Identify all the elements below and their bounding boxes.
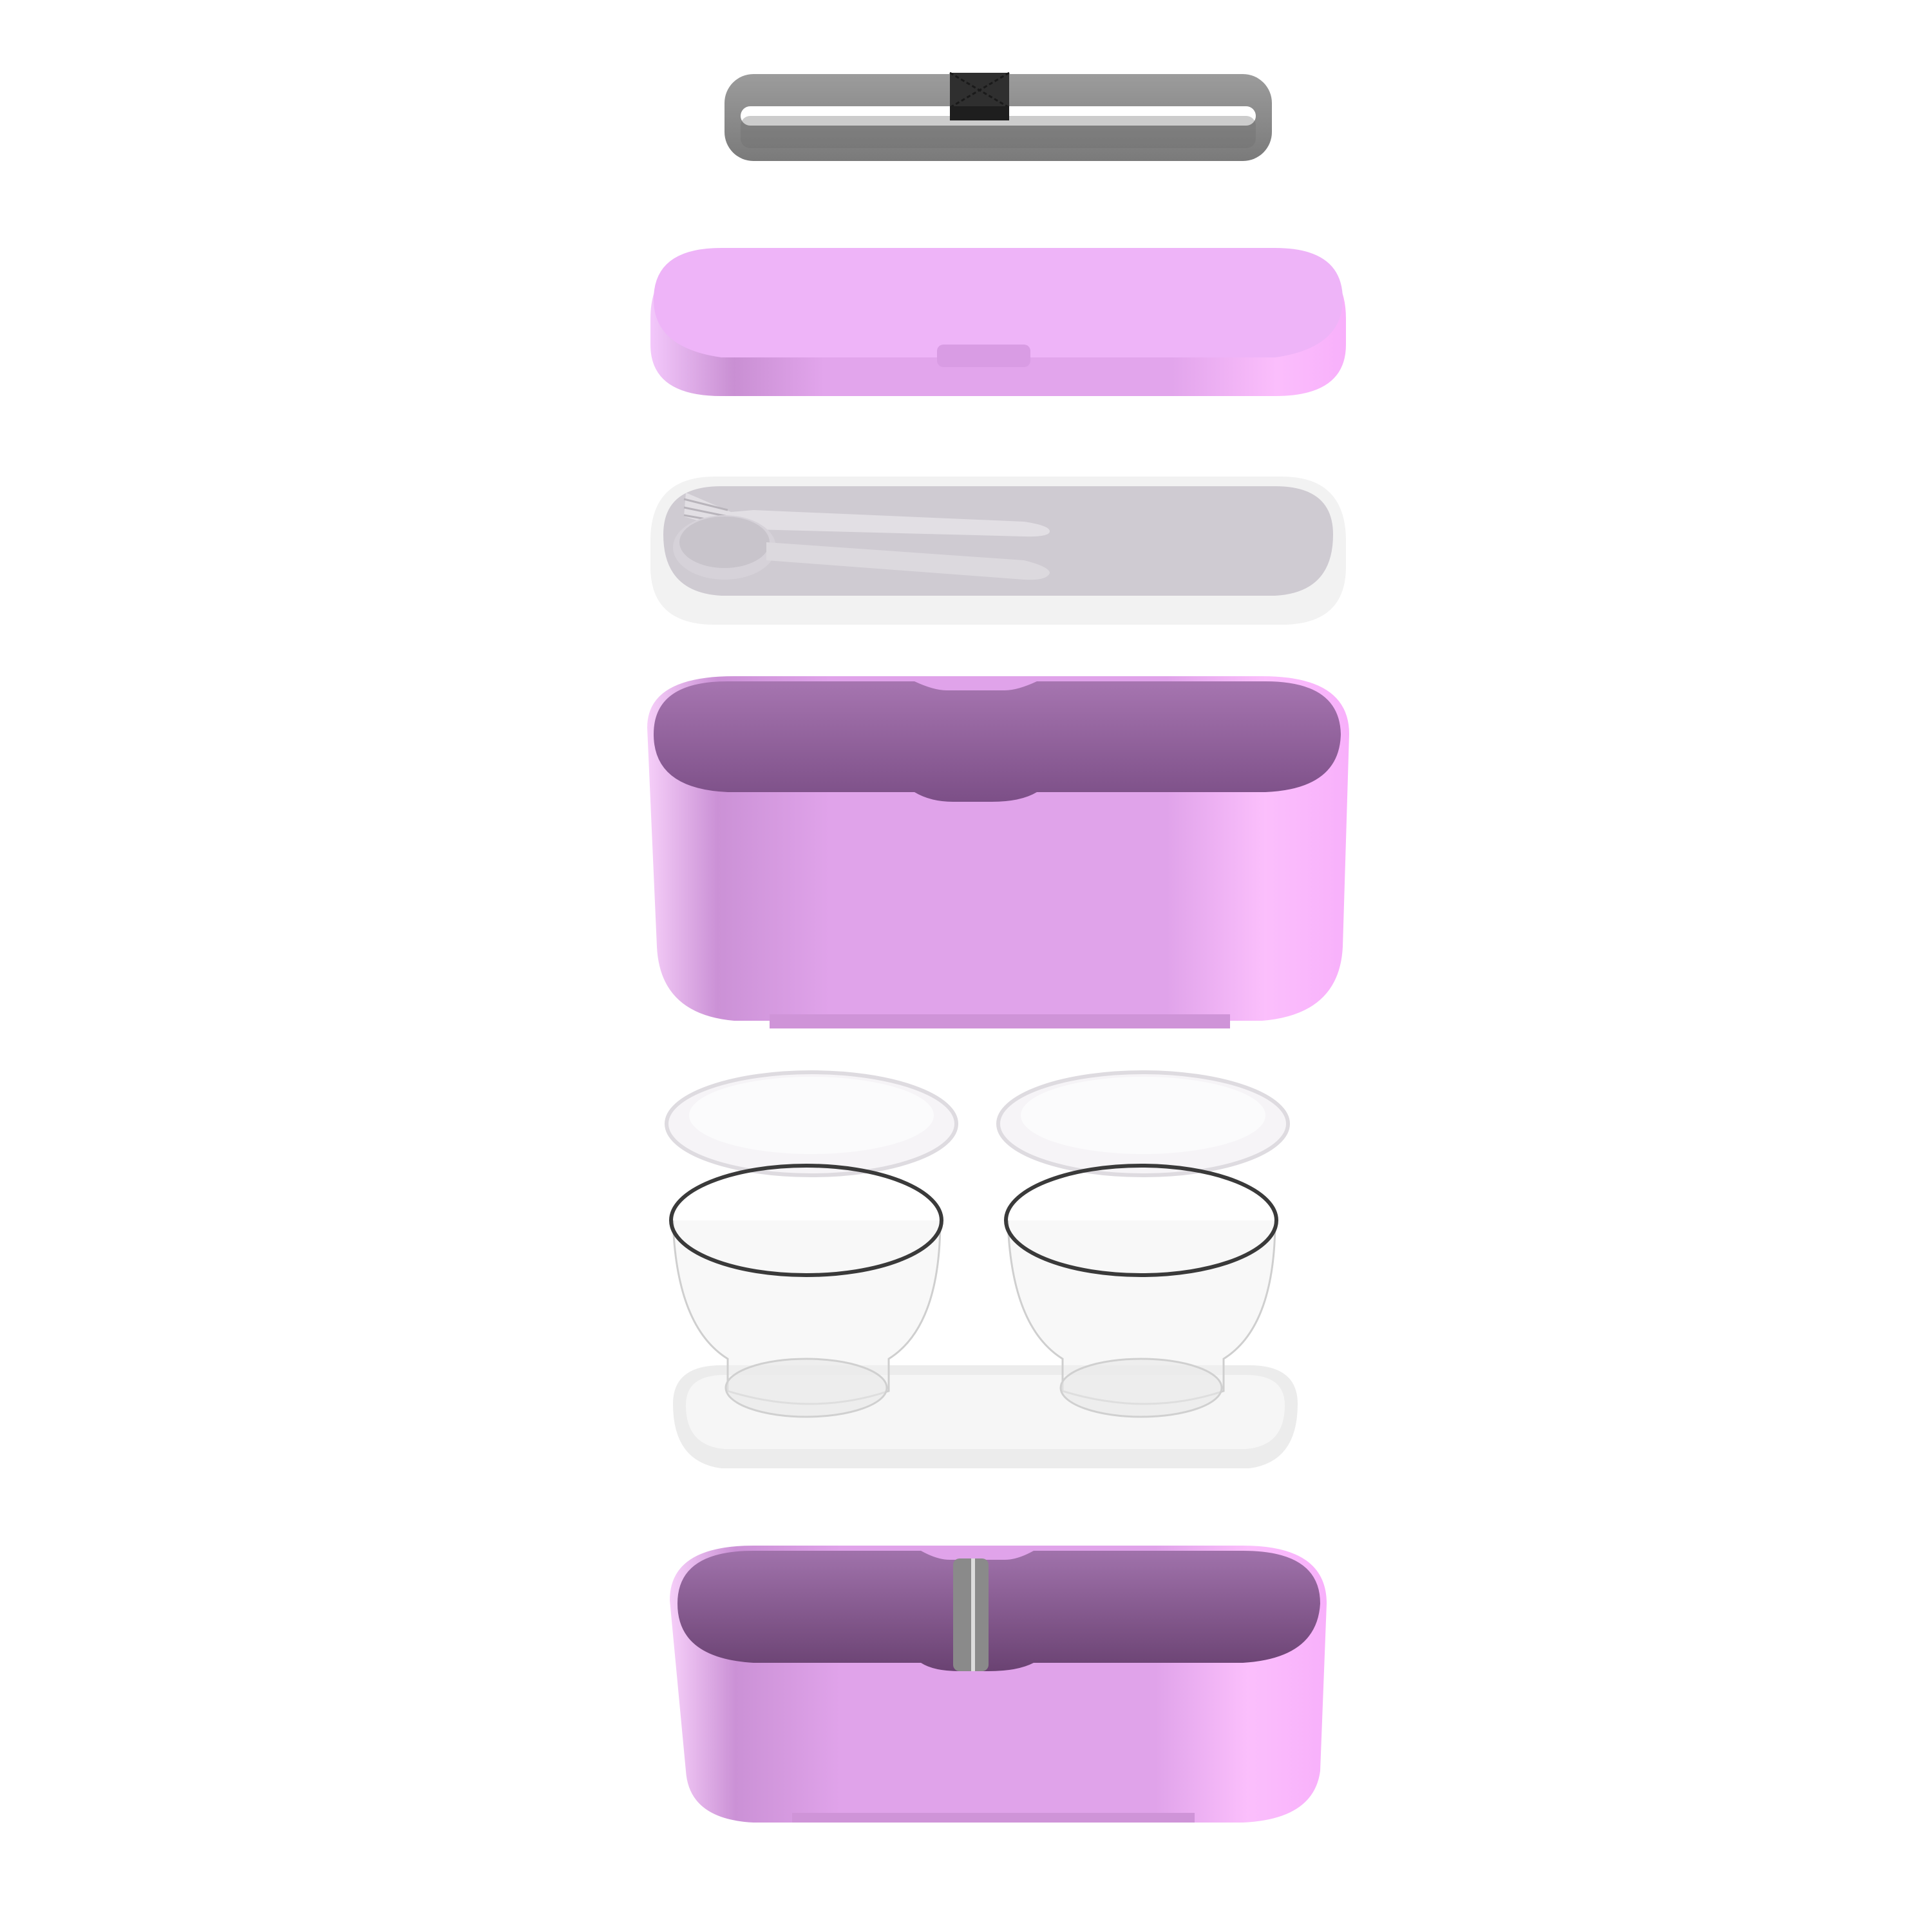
glass-cups-icon xyxy=(669,1164,1278,1418)
divider xyxy=(953,1558,989,1671)
cup-lids xyxy=(663,1063,1307,1179)
upper-container xyxy=(644,670,1352,1030)
lower-container-icon xyxy=(670,1546,1327,1823)
upper-container-icon xyxy=(647,676,1349,1028)
cup-lid-left xyxy=(665,1070,958,1177)
spoon-icon xyxy=(673,515,1050,580)
glass-cup-left xyxy=(669,1164,943,1418)
strap xyxy=(721,68,1275,171)
lid-icon xyxy=(650,248,1346,396)
cutlery-tray-icon xyxy=(650,477,1346,625)
cup-lid-right xyxy=(996,1070,1290,1177)
cutlery-tray xyxy=(644,470,1352,631)
lower-container xyxy=(663,1539,1333,1829)
strap-icon xyxy=(724,71,1272,161)
lid xyxy=(644,229,1352,402)
glass-cup-right xyxy=(1004,1164,1278,1418)
cup-lids-icon xyxy=(665,1070,1290,1177)
glass-cups xyxy=(663,1159,1307,1449)
